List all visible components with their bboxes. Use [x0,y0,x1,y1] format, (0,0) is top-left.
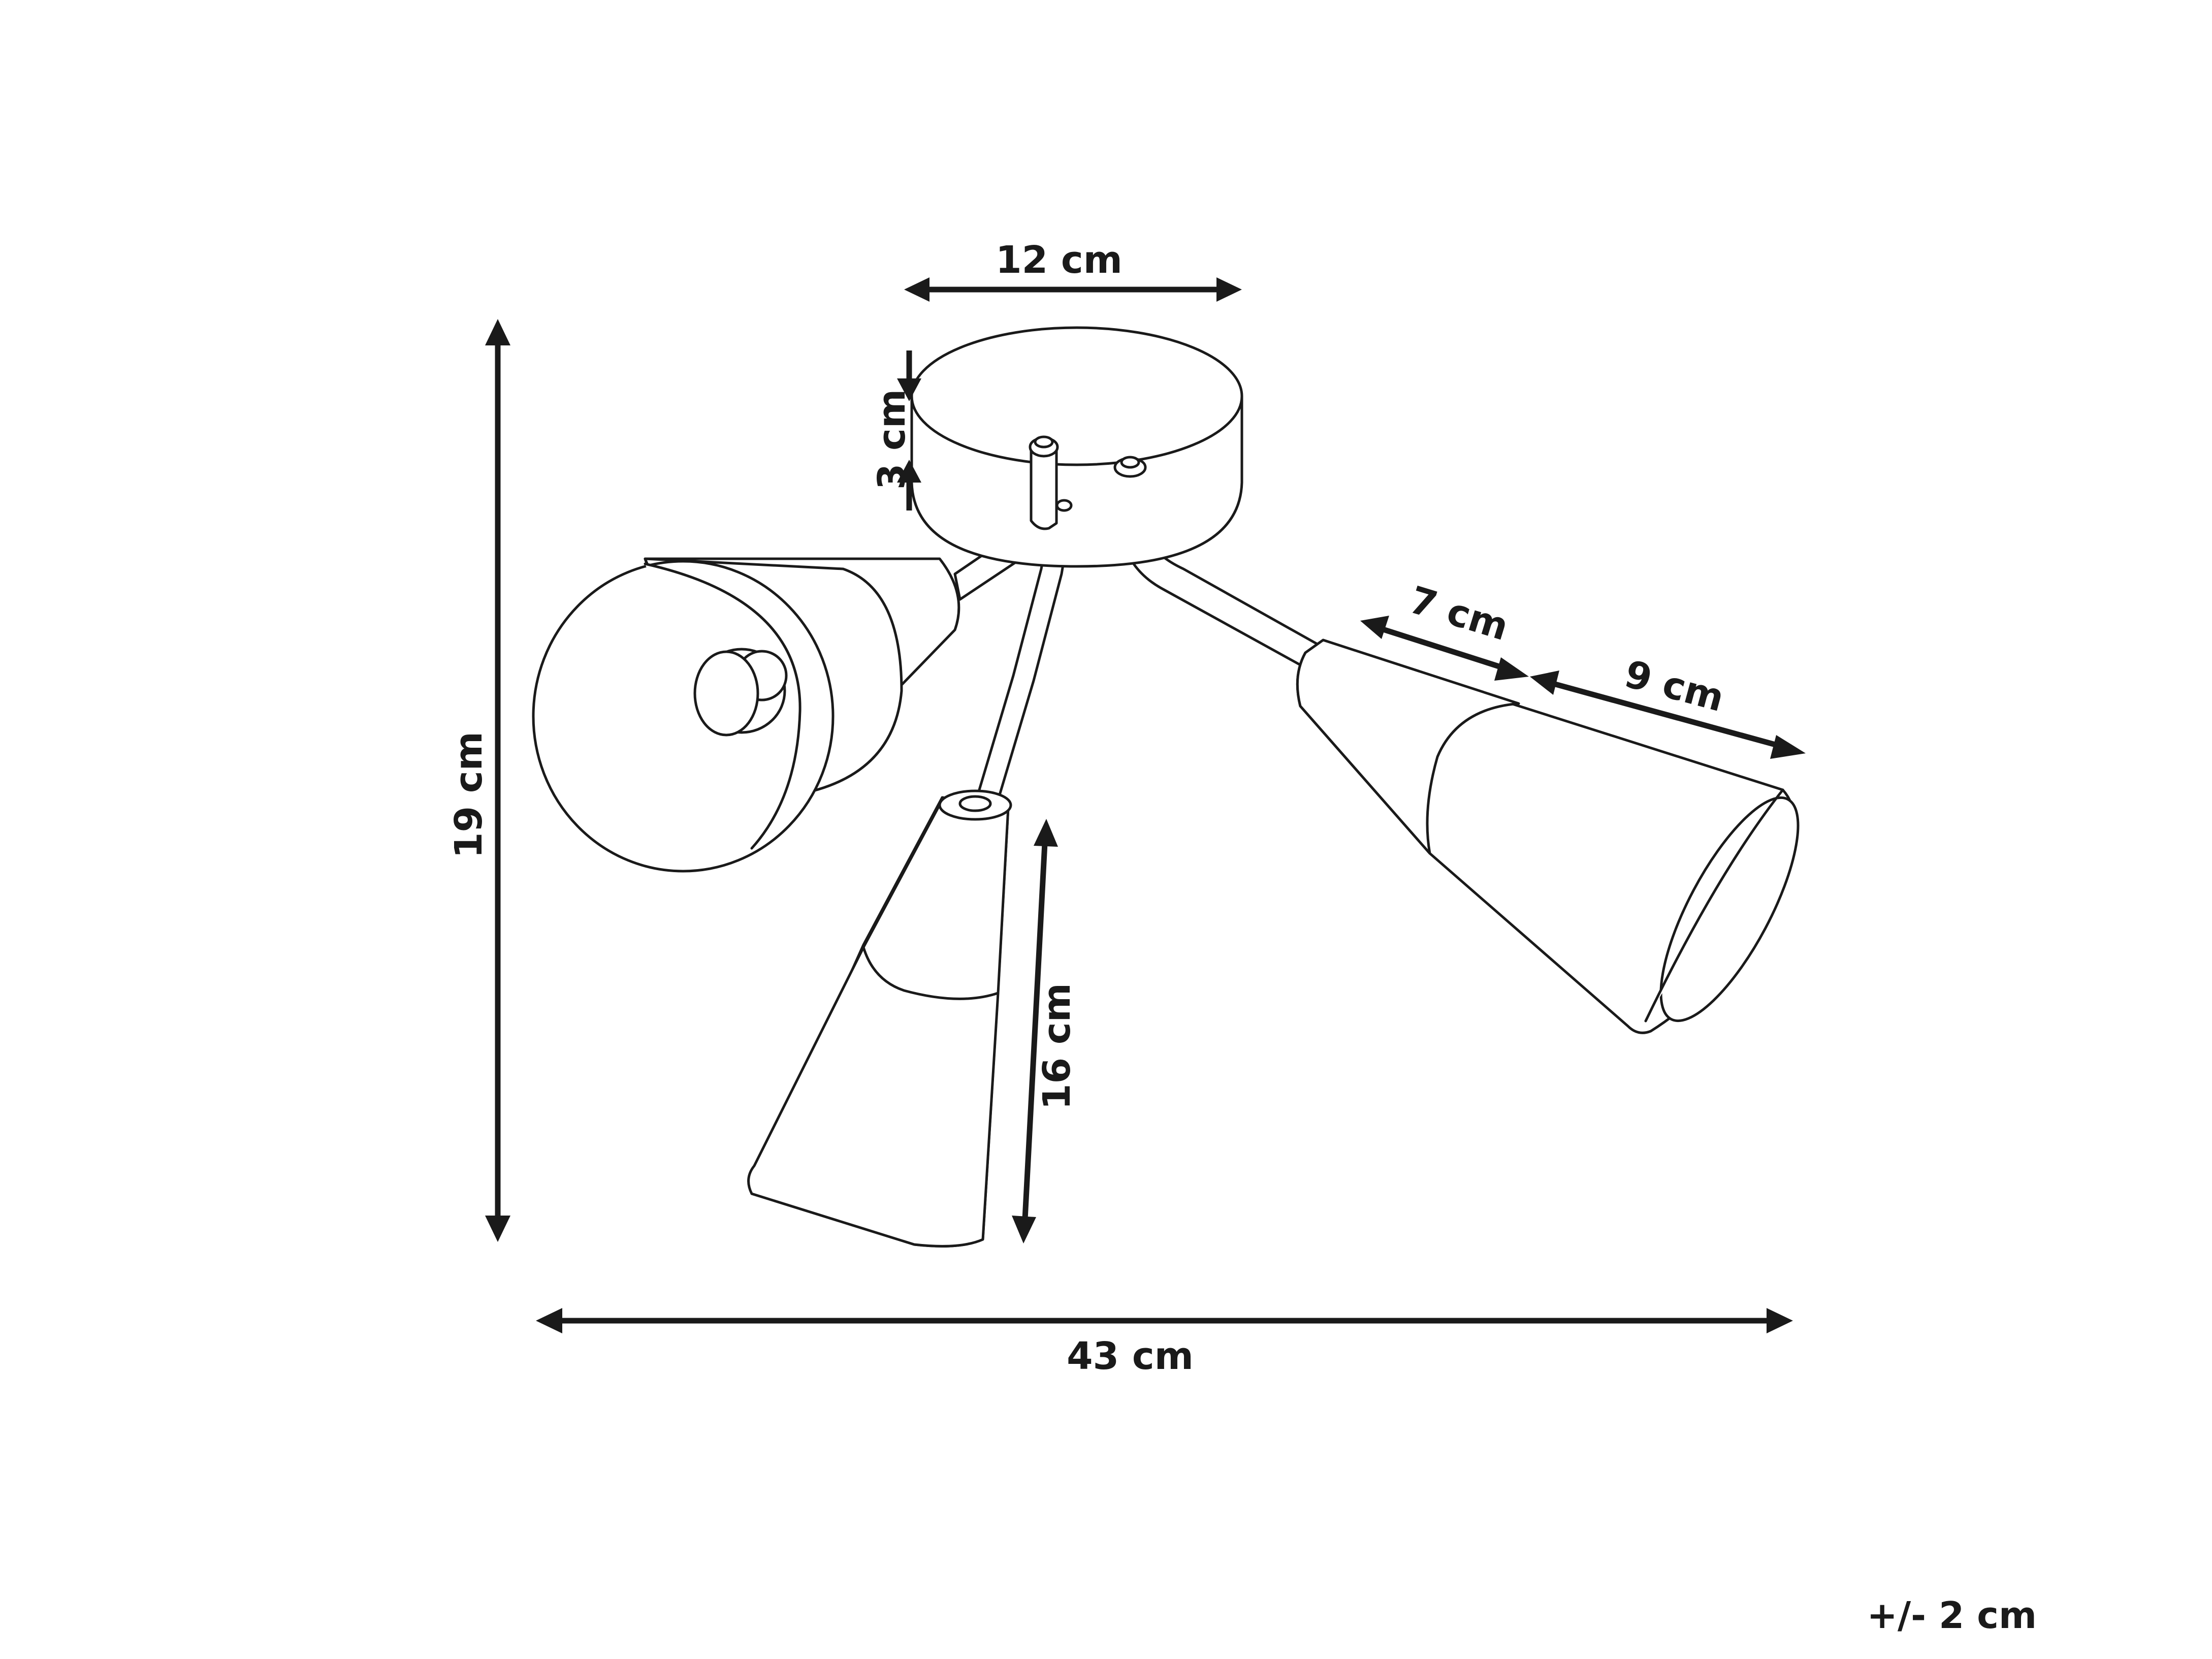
canopy-height-dimension: 3 cm [870,350,921,511]
lower-shade-label: 9 cm [1620,652,1729,720]
shade-length-label: 16 cm [1035,983,1079,1110]
tolerance-note: +/- 2 cm [1867,1594,2037,1637]
middle-lamp-shade [747,789,1012,1248]
arm-sockets [1029,435,1147,530]
right-lamp-shade [1296,639,1800,1034]
canopy-height-label: 3 cm [870,389,914,490]
total-height-dimension: 19 cm [447,319,510,1242]
shade-length-dimension: 16 cm [1012,819,1079,1243]
left-lamp-shade [532,557,960,873]
total-height-label: 19 cm [447,731,491,858]
canopy-width-dimension: 12 cm [904,238,1242,302]
total-width-label: 43 cm [1067,1334,1194,1378]
lamp-illustration [532,326,1800,1248]
canopy-width-label: 12 cm [996,238,1123,282]
total-width-dimension: 43 cm [536,1308,1793,1378]
ceiling-canopy [910,326,1243,568]
